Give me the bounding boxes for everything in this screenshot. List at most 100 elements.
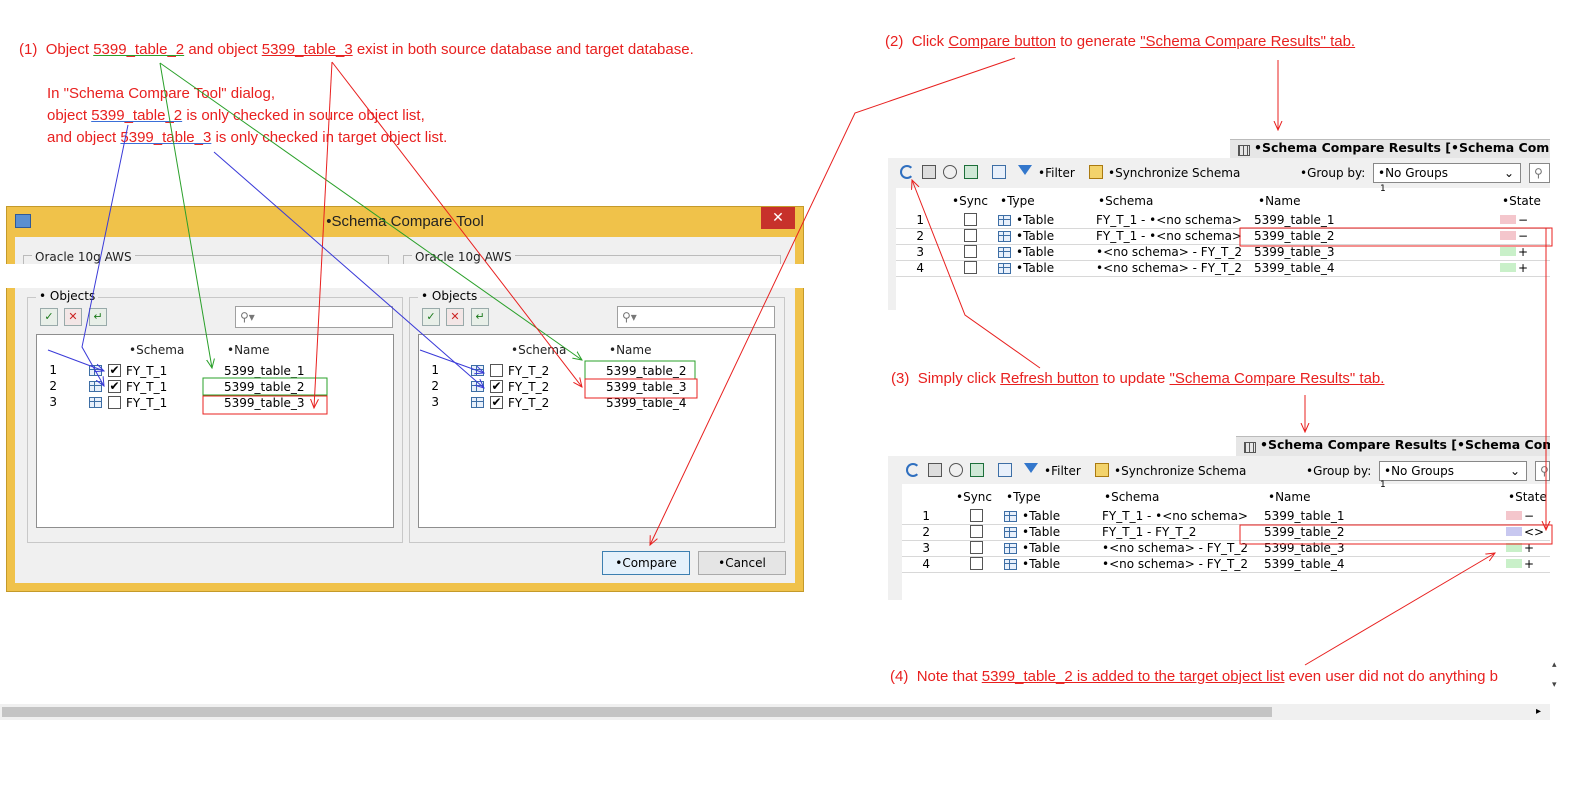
table-icon (1004, 527, 1017, 538)
export-excel-icon[interactable] (970, 463, 984, 477)
table-icon (998, 215, 1011, 226)
source-search-input[interactable]: ⚲▾ (235, 306, 393, 328)
columns-icon[interactable] (992, 165, 1006, 179)
header-schema[interactable]: •Schema (1098, 194, 1154, 208)
chevron-down-icon: ⌄ (1503, 166, 1514, 180)
table-icon (1004, 559, 1017, 570)
close-icon[interactable]: ✕ (761, 207, 795, 229)
row-number: 1 (922, 509, 930, 523)
screenshot-crop-band (0, 264, 806, 288)
target-search-input[interactable]: ⚲▾ (617, 306, 775, 328)
filter-button[interactable]: •Filter (1044, 464, 1081, 478)
save-icon[interactable] (922, 165, 936, 179)
header-type[interactable]: •Type (1006, 490, 1041, 504)
synchronize-schema-button[interactable]: •Synchronize Schema (1114, 464, 1247, 478)
name-cell: 5399_table_1 (1264, 509, 1345, 523)
header-sync[interactable]: •Sync (952, 194, 988, 208)
invert-check-icon[interactable]: ↵ (89, 308, 107, 326)
sync-checkbox[interactable] (970, 541, 983, 554)
results-tab-bottom[interactable]: •Schema Compare Results [•Schema Compar (1236, 436, 1550, 459)
results-grid-top: 1 •Sync •Type •Schema •Name •State 1•Tab… (896, 184, 1550, 310)
object-checkbox[interactable]: ✔ (108, 363, 121, 377)
sync-checkbox[interactable] (964, 261, 977, 274)
columns-icon[interactable] (998, 463, 1012, 477)
results-search-input[interactable]: ⚲ (1529, 163, 1550, 183)
header-name[interactable]: •Name (1268, 490, 1311, 504)
object-checkbox[interactable]: ✔ (490, 395, 503, 409)
dialog-titlebar[interactable]: •Schema Compare Tool ✕ (7, 207, 803, 237)
preview-icon[interactable] (943, 165, 957, 179)
refresh-icon[interactable] (906, 463, 920, 477)
object-checkbox[interactable]: ✔ (108, 379, 121, 393)
scrollbar-thumb[interactable] (2, 707, 1272, 717)
sync-checkbox[interactable] (970, 509, 983, 522)
note-4-text-b: even user did not do anything b (1288, 668, 1498, 685)
row-number: 1 (916, 213, 924, 227)
source-header-schema[interactable]: •Schema (129, 343, 185, 357)
group-by-select[interactable]: •No Groups ⌄ (1379, 461, 1527, 481)
sync-checkbox[interactable] (970, 557, 983, 570)
row-divider (896, 244, 1550, 245)
source-header-name[interactable]: •Name (227, 343, 270, 357)
synchronize-icon[interactable] (1089, 165, 1103, 179)
check-all-icon[interactable]: ✓ (422, 308, 440, 326)
uncheck-all-icon[interactable]: ✕ (446, 308, 464, 326)
object-checkbox[interactable]: ✔ (490, 379, 503, 393)
name-cell: 5399_table_3 (606, 380, 687, 394)
row-number: 2 (922, 525, 930, 539)
target-header-schema[interactable]: •Schema (511, 343, 567, 357)
header-type[interactable]: •Type (1000, 194, 1035, 208)
sync-checkbox[interactable] (964, 213, 977, 226)
sync-checkbox[interactable] (970, 525, 983, 538)
row-number: 1 (431, 363, 439, 377)
filter-button[interactable]: •Filter (1038, 166, 1075, 180)
check-all-icon[interactable]: ✓ (40, 308, 58, 326)
header-schema[interactable]: •Schema (1104, 490, 1160, 504)
object-checkbox[interactable] (490, 364, 503, 377)
cancel-button[interactable]: •Cancel (698, 551, 786, 575)
object-checkbox[interactable] (108, 396, 121, 409)
group-by-select[interactable]: •No Groups ⌄ (1373, 163, 1521, 183)
header-state[interactable]: •State (1508, 490, 1547, 504)
synchronize-schema-button[interactable]: •Synchronize Schema (1108, 166, 1241, 180)
horizontal-scrollbar[interactable]: ▸ (0, 704, 1550, 720)
results-search-input[interactable]: ⚲ (1535, 461, 1550, 481)
sync-checkbox[interactable] (964, 245, 977, 258)
export-excel-icon[interactable] (964, 165, 978, 179)
target-header-name[interactable]: •Name (609, 343, 652, 357)
results-tab-top[interactable]: •Schema Compare Results [•Schema Compare (1230, 139, 1550, 162)
compare-button[interactable]: •Compare (602, 551, 690, 575)
filter-icon[interactable] (1018, 165, 1032, 175)
results-panel-bottom: •Filter •Synchronize Schema •Group by: •… (888, 456, 1550, 600)
table-icon (998, 247, 1011, 258)
synchronize-icon[interactable] (1095, 463, 1109, 477)
invert-check-icon[interactable]: ↵ (471, 308, 489, 326)
scroll-right-icon[interactable]: ▸ (1536, 706, 1542, 717)
header-name[interactable]: •Name (1258, 194, 1301, 208)
preview-icon[interactable] (949, 463, 963, 477)
vertical-scroll-indicator[interactable]: ▴▾ (1552, 660, 1557, 690)
refresh-icon[interactable] (900, 165, 914, 179)
filter-icon[interactable] (1024, 463, 1038, 473)
results-toolbar-top: •Filter •Synchronize Schema •Group by: •… (896, 160, 1550, 184)
state-symbol: − (1518, 229, 1529, 243)
save-icon[interactable] (928, 463, 942, 477)
header-sync[interactable]: •Sync (956, 490, 992, 504)
uncheck-all-icon[interactable]: ✕ (64, 308, 82, 326)
sync-checkbox[interactable] (964, 229, 977, 242)
header-state[interactable]: •State (1502, 194, 1541, 208)
